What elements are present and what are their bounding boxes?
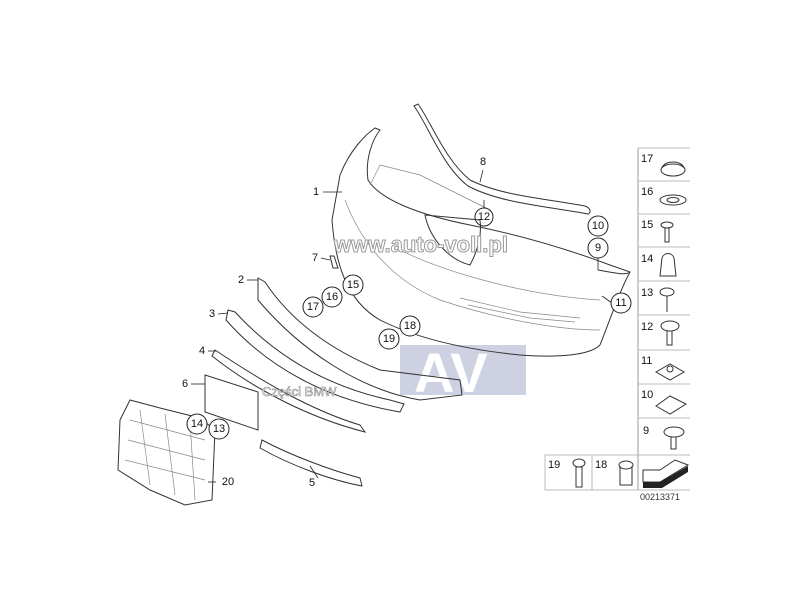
callout-5: 5: [309, 477, 315, 489]
carrier-part-20[interactable]: [117, 399, 216, 506]
panel-label-16: 16: [641, 186, 653, 198]
panel-label-12: 12: [641, 321, 653, 333]
callout-20: 20: [222, 476, 234, 488]
panel-label-15: 15: [641, 219, 653, 231]
callout-18: 18: [399, 315, 421, 337]
panel-label-17: 17: [641, 153, 653, 165]
trim-part-5[interactable]: [259, 439, 363, 487]
callout-9: 9: [587, 237, 609, 259]
svg-text:19: 19: [383, 333, 395, 345]
svg-text:17: 17: [307, 301, 319, 313]
fastener-icons: [572, 161, 688, 488]
callout-11: 11: [610, 292, 632, 314]
grille-part-3[interactable]: [225, 309, 405, 413]
callout-6: 6: [182, 378, 188, 390]
panel-label-10: 10: [641, 389, 653, 401]
callout-4: 4: [199, 345, 205, 357]
panel-label-18: 18: [595, 459, 607, 471]
svg-text:16: 16: [326, 291, 338, 303]
svg-text:13: 13: [213, 423, 225, 435]
svg-text:AV: AV: [414, 341, 488, 404]
trim-strip-part-8[interactable]: [413, 103, 591, 215]
small-cover-part-7[interactable]: [329, 255, 339, 269]
svg-text:12: 12: [478, 211, 490, 223]
front-bumper-part-1[interactable]: [331, 127, 631, 357]
callout-10: 10: [587, 215, 609, 237]
svg-text:15: 15: [347, 279, 359, 291]
svg-text:9: 9: [595, 242, 601, 254]
callout-2: 2: [238, 274, 244, 286]
callout-1: 1: [313, 186, 319, 198]
callout-13: 13: [208, 418, 230, 440]
callout-7: 7: [312, 252, 318, 264]
panel-label-14: 14: [641, 253, 653, 265]
panel-label-11: 11: [641, 355, 652, 367]
av-watermark: AV: [400, 341, 526, 404]
callout-14: 14: [186, 413, 208, 435]
callout-3: 3: [209, 308, 215, 320]
svg-text:11: 11: [615, 297, 626, 309]
license-plate-holder-part-6[interactable]: [204, 374, 259, 431]
callout-19: 19: [378, 328, 400, 350]
drawing-number: 00213371: [640, 492, 680, 502]
caption-watermark: Części BMW: [262, 384, 337, 399]
callout-12: 12: [474, 207, 494, 227]
callout-15: 15: [342, 274, 364, 296]
url-watermark: www.auto-voll.pl: [333, 232, 508, 257]
svg-text:14: 14: [191, 418, 203, 430]
panel-label-13: 13: [641, 287, 653, 299]
callout-16: 16: [321, 286, 343, 308]
arrow-icon: [642, 459, 690, 488]
svg-text:10: 10: [592, 220, 604, 232]
grille-part-2[interactable]: [257, 277, 463, 401]
fastener-panel: [544, 147, 690, 491]
callout-8: 8: [480, 156, 486, 168]
panel-label-19: 19: [548, 459, 560, 471]
callout-17: 17: [302, 296, 324, 318]
svg-text:18: 18: [404, 320, 416, 332]
leader-lines: [191, 169, 613, 483]
trim-part-4[interactable]: [211, 349, 367, 433]
panel-label-9: 9: [643, 425, 649, 437]
